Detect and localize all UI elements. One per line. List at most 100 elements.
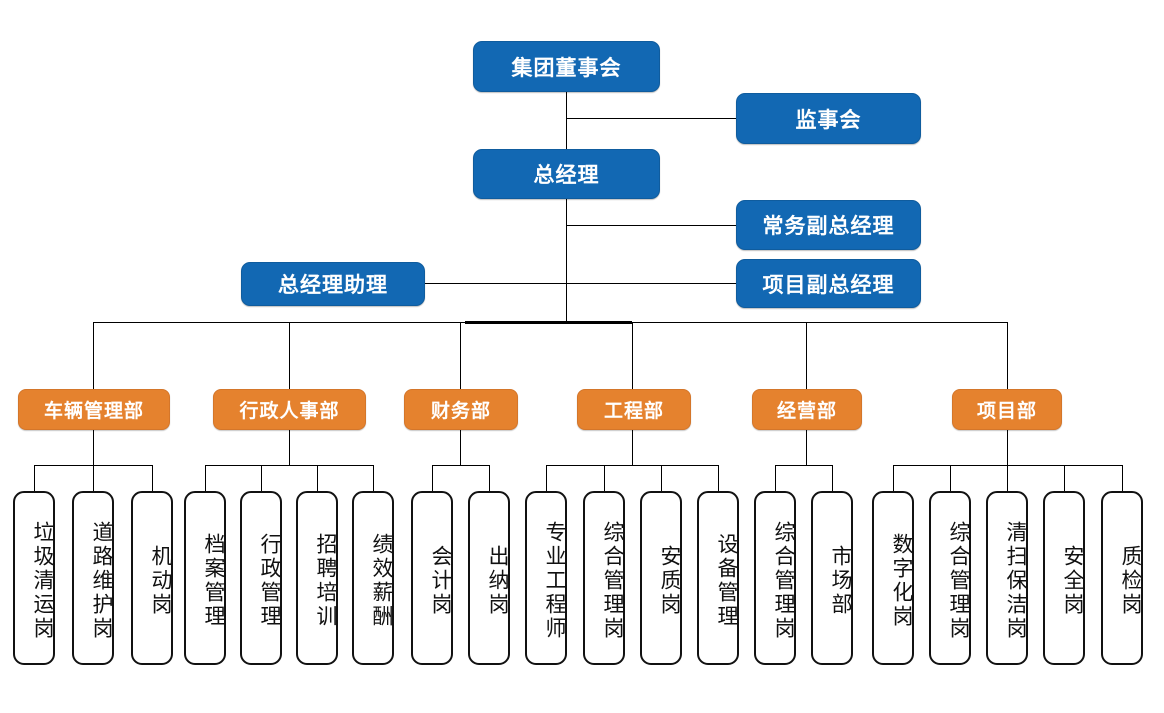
node-position-label: 设备管理	[715, 533, 738, 629]
connector-project-stem	[1007, 427, 1008, 465]
node-position-label: 市场部	[829, 545, 852, 617]
node-position-administrative-management[interactable]: 行政管理	[240, 491, 282, 665]
node-department-finance[interactable]: 财务部	[404, 389, 518, 430]
leafdrop-4	[205, 465, 206, 491]
node-general-manager[interactable]: 总经理	[473, 149, 660, 199]
leafdrop-13	[718, 465, 719, 491]
node-position-label: 垃圾清运岗	[31, 521, 54, 641]
connector-drop-vehicle	[93, 322, 94, 389]
node-department-project-label: 项目部	[976, 401, 1037, 422]
node-department-vehicle[interactable]: 车辆管理部	[18, 389, 170, 430]
leafdrop-19	[1064, 465, 1065, 491]
node-position-archives-management[interactable]: 档案管理	[184, 491, 226, 665]
leafdrop-15	[832, 465, 833, 491]
node-position-safety[interactable]: 安全岗	[1043, 491, 1085, 665]
node-position-road-maintenance[interactable]: 道路维护岗	[72, 491, 114, 665]
node-position-label: 绩效薪酬	[370, 533, 393, 629]
leafbus-admin-hr	[205, 465, 373, 466]
node-position-performance-compensation[interactable]: 绩效薪酬	[352, 491, 394, 665]
node-position-label: 会计岗	[429, 545, 452, 617]
connector-operations-stem	[806, 427, 807, 465]
connector-department-bus-highlight	[465, 321, 632, 324]
node-gm-assistant[interactable]: 总经理助理	[241, 262, 425, 306]
node-position-mobile-duty[interactable]: 机动岗	[131, 491, 173, 665]
leafdrop-3	[152, 465, 153, 491]
connector-vehicle-stem	[93, 427, 94, 465]
node-position-cleaning-sanitation[interactable]: 清扫保洁岗	[986, 491, 1028, 665]
connector-board-to-supervisory	[566, 118, 737, 119]
node-department-engineering[interactable]: 工程部	[577, 389, 691, 430]
node-executive-deputy-gm-label: 常务副总经理	[762, 215, 895, 238]
leafdrop-8	[432, 465, 433, 491]
leafbus-finance	[432, 465, 489, 466]
node-position-equipment-management[interactable]: 设备管理	[697, 491, 739, 665]
connector-gm-to-project-deputy	[566, 283, 737, 284]
leafdrop-10	[546, 465, 547, 491]
node-position-safety-quality[interactable]: 安质岗	[640, 491, 682, 665]
node-department-project[interactable]: 项目部	[952, 389, 1062, 430]
node-position-label: 安全岗	[1061, 545, 1084, 617]
leafdrop-7	[373, 465, 374, 491]
node-executive-deputy-gm[interactable]: 常务副总经理	[736, 200, 921, 250]
node-position-recruitment-training[interactable]: 招聘培训	[296, 491, 338, 665]
connector-gm-to-bus	[566, 198, 567, 324]
node-department-vehicle-label: 车辆管理部	[43, 401, 144, 422]
node-department-operations-label: 经营部	[776, 401, 837, 422]
leafdrop-17	[950, 465, 951, 491]
leafdrop-18	[1007, 465, 1008, 491]
node-gm-assistant-label: 总经理助理	[278, 274, 388, 297]
leafdrop-9	[489, 465, 490, 491]
node-position-label: 综合管理岗	[947, 521, 970, 641]
node-position-engineering-general-management[interactable]: 综合管理岗	[583, 491, 625, 665]
connector-drop-engineering	[632, 322, 633, 389]
node-position-project-general-management[interactable]: 综合管理岗	[929, 491, 971, 665]
node-position-label: 机动岗	[149, 545, 172, 617]
connector-drop-project	[1007, 322, 1008, 389]
leafdrop-1	[34, 465, 35, 491]
node-department-admin-hr-label: 行政人事部	[239, 401, 340, 422]
node-department-admin-hr[interactable]: 行政人事部	[213, 389, 366, 430]
leafdrop-11	[604, 465, 605, 491]
node-general-manager-label: 总经理	[533, 164, 600, 187]
leafdrop-20	[1122, 465, 1123, 491]
node-position-professional-engineer[interactable]: 专业工程师	[525, 491, 567, 665]
node-position-label: 招聘培训	[314, 533, 337, 629]
node-position-cashier[interactable]: 出纳岗	[468, 491, 510, 665]
connector-admin-hr-stem	[289, 427, 290, 465]
leafdrop-16	[893, 465, 894, 491]
node-position-label: 数字化岗	[890, 533, 913, 629]
node-position-quality-inspection[interactable]: 质检岗	[1101, 491, 1143, 665]
node-position-label: 安质岗	[658, 545, 681, 617]
node-department-operations[interactable]: 经营部	[752, 389, 862, 430]
leafdrop-6	[317, 465, 318, 491]
connector-board-to-gm	[566, 92, 567, 162]
connector-drop-admin-hr	[289, 322, 290, 389]
leafdrop-14	[775, 465, 776, 491]
connector-engineering-stem	[632, 427, 633, 465]
node-position-operations-general-management[interactable]: 综合管理岗	[754, 491, 796, 665]
node-project-deputy-gm[interactable]: 项目副总经理	[736, 259, 921, 308]
node-position-label: 质检岗	[1119, 545, 1142, 617]
node-position-waste-removal[interactable]: 垃圾清运岗	[13, 491, 55, 665]
leafbus-engineering	[546, 465, 718, 466]
connector-gm-to-exec-deputy	[566, 225, 737, 226]
node-group-board[interactable]: 集团董事会	[473, 41, 660, 92]
node-position-label: 专业工程师	[543, 521, 566, 641]
node-position-digitalization[interactable]: 数字化岗	[872, 491, 914, 665]
node-position-marketing[interactable]: 市场部	[811, 491, 853, 665]
node-position-label: 综合管理岗	[601, 521, 624, 641]
node-position-label: 行政管理	[258, 533, 281, 629]
leafbus-operations	[775, 465, 832, 466]
connector-drop-operations	[806, 322, 807, 389]
node-position-label: 档案管理	[202, 533, 225, 629]
node-project-deputy-gm-label: 项目副总经理	[762, 273, 895, 297]
node-supervisory-board[interactable]: 监事会	[736, 93, 921, 144]
node-department-engineering-label: 工程部	[603, 401, 664, 422]
node-group-board-label: 集团董事会	[511, 56, 622, 80]
leafdrop-2	[93, 465, 94, 491]
node-position-accounting[interactable]: 会计岗	[411, 491, 453, 665]
node-supervisory-board-label: 监事会	[795, 108, 862, 132]
node-position-label: 清扫保洁岗	[1004, 521, 1027, 641]
node-department-finance-label: 财务部	[430, 401, 491, 422]
